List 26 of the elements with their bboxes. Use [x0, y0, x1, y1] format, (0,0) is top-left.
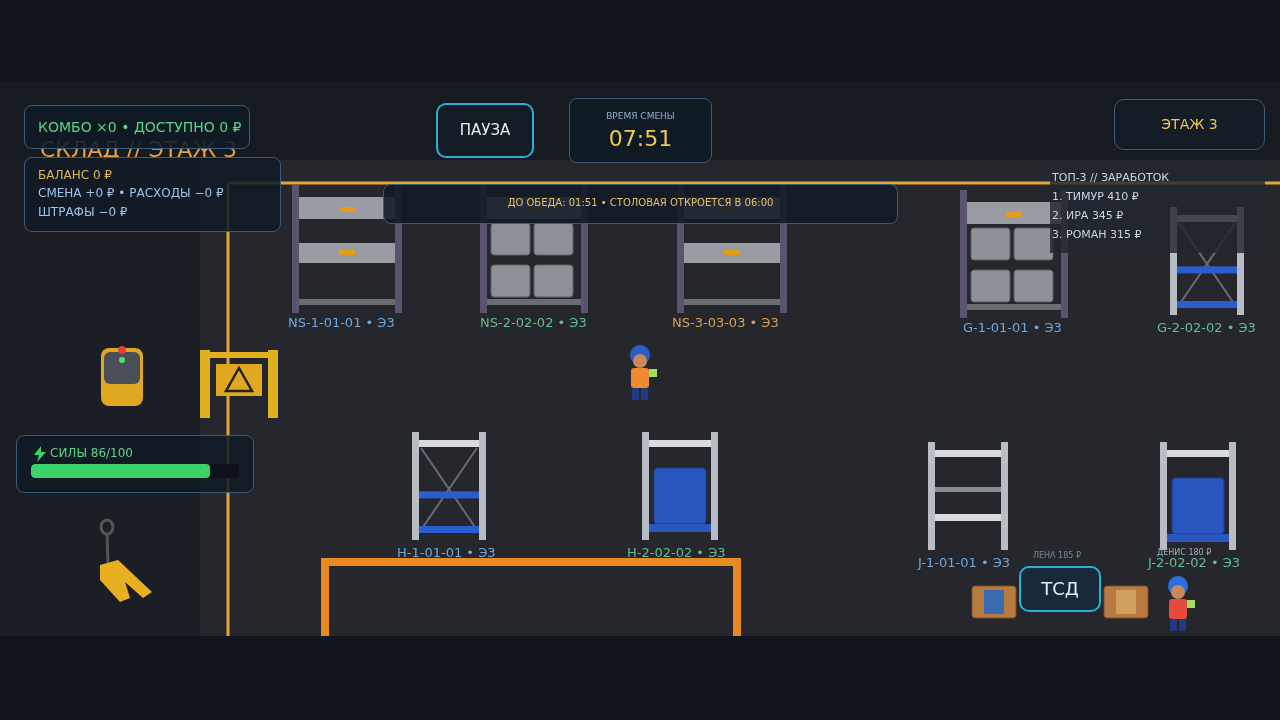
floor-button: ЭТАЖ 3 — [1114, 99, 1265, 150]
worker-earnings-text: ЛЕНА 185 ₽ — [1033, 551, 1081, 561]
pause-button: ПАУЗА — [436, 103, 534, 158]
status-text: КОМБО ×0 • ДОСТУПНО 0 ₽ — [38, 119, 242, 136]
shelf-label: G-2-02-02 • Э3 — [1157, 321, 1256, 336]
shelf-label: H-1-01-01 • Э3 — [397, 546, 496, 561]
shelf-label: G-1-01-01 • Э3 — [963, 321, 1062, 336]
leaderboard-entry: 1. ТИМУР 410 ₽ — [1052, 191, 1139, 204]
fines-text: ШТРАФЫ −0 ₽ — [38, 206, 128, 220]
scanner-button: ТСД — [1019, 566, 1101, 612]
shelf-label: NS-1-01-01 • Э3 — [288, 316, 395, 331]
leaderboard-entry: 3. РОМАН 315 ₽ — [1052, 229, 1142, 242]
shelf-label: NS-2-02-02 • Э3 — [480, 316, 587, 331]
shelf-label: NS-3-03-03 • Э3 — [672, 316, 779, 331]
energy-text: СИЛЫ 86/100 — [50, 447, 133, 461]
timer-caption: ВРЕМЯ СМЕНЫ — [605, 111, 676, 122]
timer-value: 07:51 — [607, 126, 674, 152]
leaderboard-heading: ТОП-3 // ЗАРАБОТОК — [1052, 172, 1170, 185]
worker-earnings-text: ДЕНИС 180 ₽ — [1157, 548, 1212, 557]
notice-text: ДО ОБЕДА: 01:51 • СТОЛОВАЯ ОТКРОЕТСЯ В 06:00 — [506, 197, 775, 209]
leaderboard-entry: 2. ИРА 345 ₽ — [1052, 210, 1124, 223]
shelf-label: J-2-02-02 • Э3 — [1148, 556, 1241, 571]
shift-text: СМЕНА +0 ₽ • РАСХОДЫ −0 ₽ — [38, 187, 224, 201]
shelf-label: H-2-02-02 • Э3 — [627, 546, 726, 561]
balance-text: БАЛАНС 0 ₽ — [38, 169, 112, 183]
shelf-label: J-1-01-01 • Э3 — [918, 556, 1011, 571]
